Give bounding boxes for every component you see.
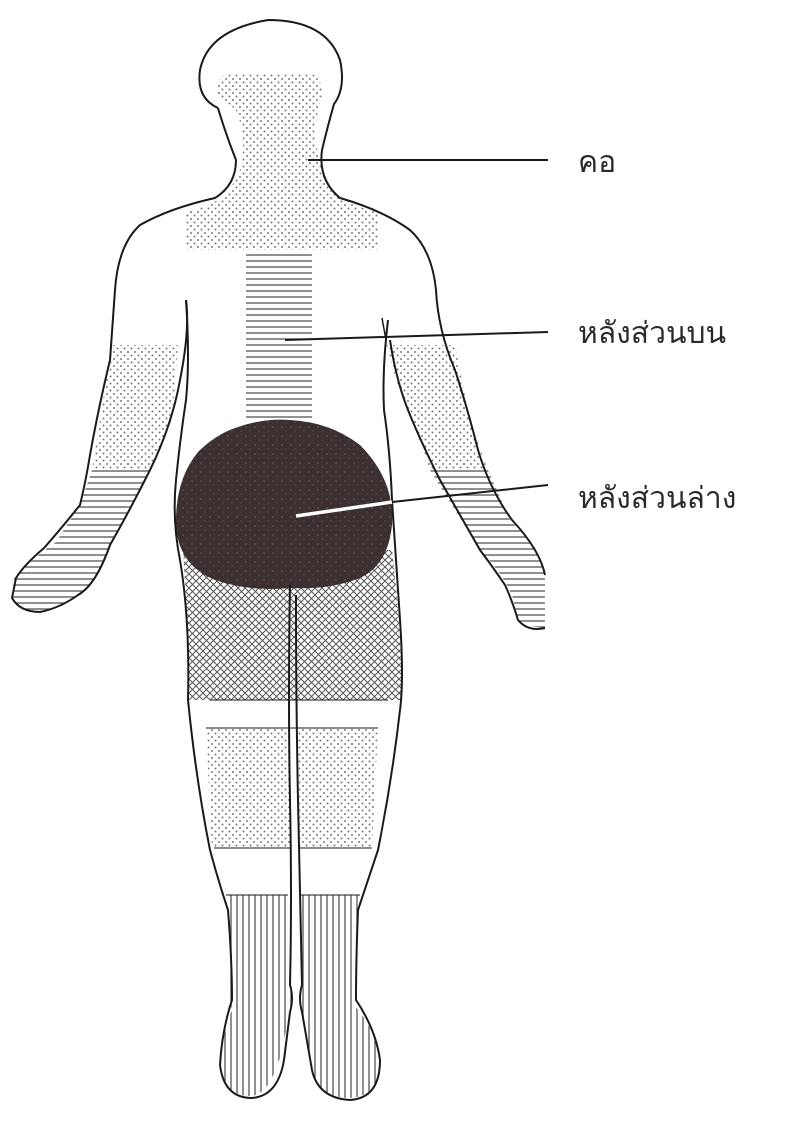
upper-back-region bbox=[246, 250, 312, 420]
upper-back-label: หลังส่วนบน bbox=[578, 316, 726, 351]
right-upper-arm-region bbox=[386, 345, 488, 470]
thighs-region bbox=[206, 728, 378, 848]
left-hand-region bbox=[12, 470, 150, 612]
left-upper-arm-region bbox=[92, 345, 178, 470]
neck-region bbox=[186, 74, 378, 250]
upper-back-leader-line bbox=[285, 332, 548, 340]
neck-label: คอ bbox=[578, 145, 616, 180]
lower-back-region bbox=[176, 420, 392, 589]
lower-back-label: หลังส่วนล่าง bbox=[578, 481, 736, 516]
